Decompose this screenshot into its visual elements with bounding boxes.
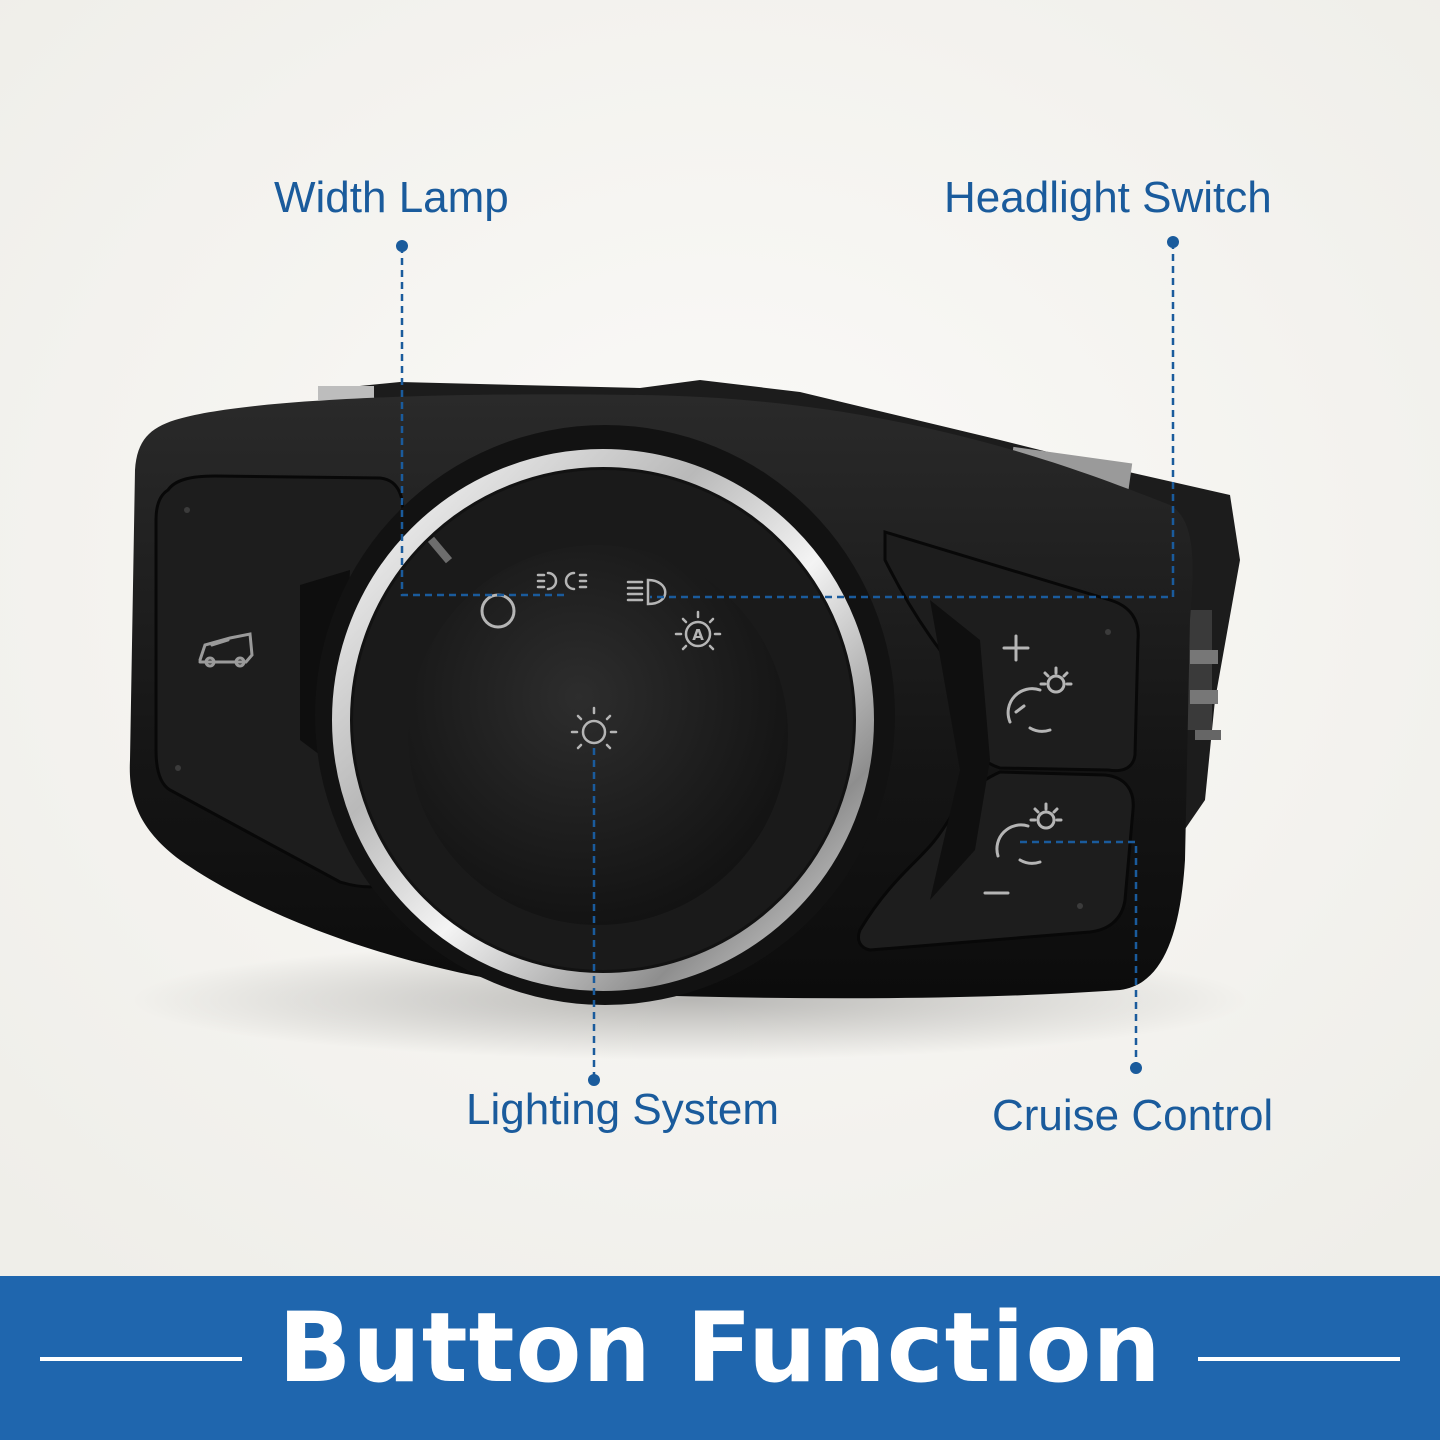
banner-title: Button Function [278,1292,1162,1404]
plus-icon [1002,634,1030,662]
cruise-control-leader [1020,840,1138,1068]
banner-rule-right [1198,1357,1400,1361]
chrome-ring [332,449,874,991]
headlight-switch-leader [650,242,1175,599]
parking-lamp-icon [536,571,588,591]
dimmer-up-icon [1006,666,1073,733]
rear-liftgate-icon [198,632,254,668]
knob-indicator [427,536,453,564]
width-lamp-label: Width Lamp [274,173,509,222]
callout-lines [400,242,1175,1080]
svg-text:A: A [692,626,704,644]
headlight-knob[interactable] [408,545,788,925]
banner-rule-left [40,1357,242,1361]
cruise-control-label: Cruise Control [992,1091,1274,1140]
lighting-system-label: Lighting System [466,1085,780,1134]
dimmer-down-icon [995,802,1063,865]
callout-dots [396,236,1179,1086]
auto-headlamp-icon: A [674,610,722,651]
dimmer-down-button[interactable] [856,770,1135,952]
headlamp-icon [626,578,667,606]
headlight-switch-label: Headlight Switch [944,173,1272,222]
interior-light-icon [570,706,618,750]
width-lamp-leader [400,246,568,597]
